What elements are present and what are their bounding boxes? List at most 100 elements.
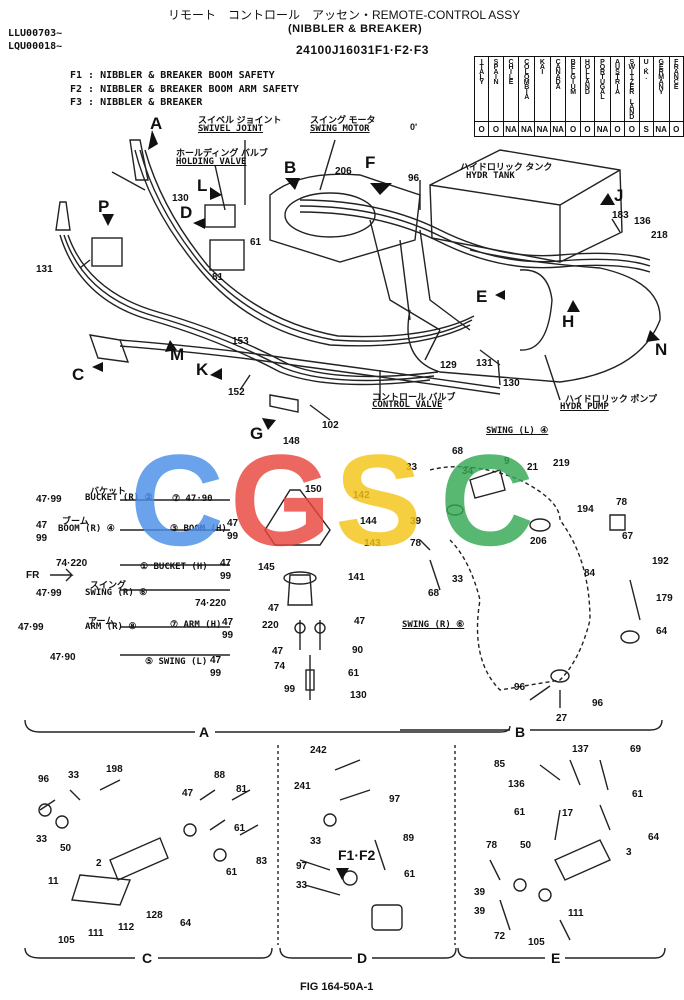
part-136: 136 [634,216,651,227]
sa-label-10: ⑦ ARM (H) [170,620,222,630]
country-name: HOLLAND [583,59,591,94]
sb-part-33b: 33 [452,574,464,585]
sd-part-241: 241 [294,781,311,792]
se-part-39a: 39 [474,887,486,898]
serial-1: LLU00703~ [8,28,63,39]
sb-part-21: 21 [527,462,539,473]
arrow-c [92,362,103,372]
section-e-bracket [457,947,666,959]
part-131: 131 [36,264,53,275]
marker-h: H [562,312,575,331]
serial-2: LQU00018~ [8,41,63,52]
sa-label-11: ⑤ SWING (L) [145,657,208,667]
se-part-69: 69 [630,744,642,755]
marker-p: P [98,197,110,216]
sa-label-2: ⑦ 47·90 [172,494,213,504]
sc-part-64: 64 [180,918,192,929]
block-g [269,394,299,413]
note-f1: F1 : NIBBLER & BREAKER BOOM SAFETY [70,70,275,81]
part-152: 152 [228,387,245,398]
marker-a: A [150,114,163,133]
sa-part-99: 99 [284,684,296,695]
section-c-bracket [24,947,273,959]
country-name: AUSTRIA [613,59,621,94]
se-part-137: 137 [572,744,589,755]
arrow-k [210,368,222,380]
lever-base-150 [264,489,331,546]
watermark-letter-4: C [440,440,534,560]
sd-f1f2-label: F1·F2 [338,847,376,863]
se-part-61b: 61 [514,807,526,818]
sa-right-5: 47 [222,617,234,628]
arrow-d [193,218,205,229]
sa-right-3: 47 [220,558,232,569]
sb-part-78b: 78 [616,497,628,508]
hose-a-bundle [134,149,471,347]
holding-valve-jp: ホールディング バルブ [176,148,268,158]
marker-f: F [365,153,376,172]
sb-part-219: 219 [553,458,570,469]
se-part-78: 78 [486,840,498,851]
sa-part-47a: 47 [268,603,280,614]
sc-part-50: 50 [60,843,72,854]
sb-part-34: 34 [462,466,474,477]
hose-upper-bundle [299,199,651,261]
sc-part-33a: 33 [68,770,80,781]
part-96: 96 [408,173,420,184]
country-value: S [638,121,654,137]
sa-part-61: 61 [348,668,360,679]
se-part-105: 105 [528,937,545,948]
arrow-p [102,214,114,226]
marker-e: E [476,287,488,306]
plate-c-11 [71,874,131,906]
sc-part-61b: 61 [226,867,238,878]
se-part-64: 64 [648,832,660,843]
part-130: 130 [172,193,189,204]
part-61: 61 [250,237,262,248]
country-name: ITALY [478,59,486,84]
sc-part-88: 88 [214,770,226,781]
hose-c-bundle [119,339,501,389]
sc-part-81: 81 [236,784,248,795]
sa-right-2: 99 [227,531,239,542]
arrow-b [285,178,300,190]
country-value: O [579,121,596,137]
watermark-letter-1: C [130,440,224,560]
hydr-tank-edges [429,169,621,262]
arrow-j [600,193,615,205]
arrow-h [567,300,580,312]
hydr-tank-label: HYDR TANK [466,171,515,181]
sa-jp-7: スイング [90,580,127,590]
marker-m: M [170,345,185,364]
sb-part-96b: 96 [592,698,604,709]
sb-part-68a: 68 [452,446,464,457]
part-129: 129 [440,360,457,371]
sa-part-150: 150 [305,484,322,495]
hose-b-bundle [59,234,431,386]
sb-part-78a: 78 [410,538,422,549]
sa-part-142: 142 [353,490,370,501]
sa-part-143: 143 [364,538,381,549]
sa-label-7: SWING (R) ⑥ [85,588,148,598]
arrow-n [646,330,660,342]
swing-motor-label: SWING MOTOR [310,124,370,134]
sa-right-8: 99 [210,668,222,679]
se-part-136: 136 [508,779,525,790]
holding-valve-block [204,204,236,228]
sc-part-112: 112 [118,922,135,933]
control-valve-jp: コントロール バルブ [372,392,456,402]
swivel-joint-body [284,192,376,238]
section-label-c: C [142,950,153,966]
note-f2: F2 : NIBBLER & BREAKER BOOM ARM SAFETY [70,84,299,95]
title-jp: リモート コントロール アッセン・REMOTE-CONTROL ASSY [168,8,521,22]
sc-part-111: 111 [88,928,104,939]
country-value: NA [652,121,670,137]
sa-left-7: 47·99 [36,588,62,599]
sc-part-198: 198 [106,764,123,775]
sa-left-11: 47·90 [50,652,76,663]
country-name: CANADA [554,59,562,89]
se-part-3: 3 [626,847,632,858]
section-label-e: E [551,950,561,966]
sa-part-145: 145 [258,562,275,573]
country-value: O [488,121,504,137]
